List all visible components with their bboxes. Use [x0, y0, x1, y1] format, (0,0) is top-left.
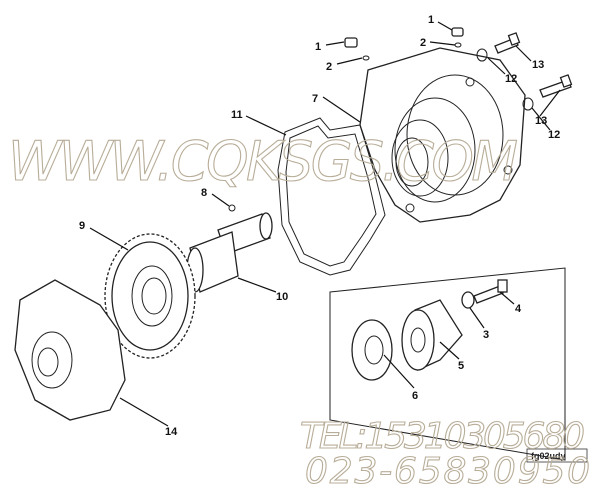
callout-12: 12 — [548, 129, 560, 141]
callout-1: 1 — [315, 41, 321, 53]
seal-part-2a — [362, 55, 370, 61]
callout-8: 8 — [201, 187, 207, 199]
cover-part-14 — [14, 279, 126, 421]
housing-part-7 — [359, 47, 526, 223]
plug-part-1b — [451, 27, 464, 37]
callout-4: 4 — [515, 303, 522, 315]
callout-1: 1 — [428, 14, 434, 26]
watermark-phone: 023-65830950 — [305, 451, 590, 492]
figure-tag: fg02udy — [531, 451, 566, 461]
callout-10: 10 — [276, 291, 288, 303]
callout-6: 6 — [412, 390, 418, 402]
key-part-8 — [228, 204, 236, 212]
watermark-tel: TEL:15310305680 — [300, 416, 585, 457]
washer-part-12b — [522, 97, 534, 111]
washer-part-12a — [476, 48, 488, 62]
watermark-site: WWW.CQKSGS.COM — [8, 130, 518, 193]
callout-13: 13 — [532, 59, 544, 71]
bolt-part-4 — [473, 279, 508, 304]
callout-2: 2 — [420, 37, 426, 49]
gear-part-9 — [104, 233, 196, 359]
gasket-part-11 — [277, 117, 386, 276]
drive-coupling-part-5 — [401, 299, 463, 371]
subassembly-frame — [329, 267, 566, 461]
figure-tag-box — [526, 448, 588, 463]
callout-7: 7 — [312, 93, 318, 105]
bolt-part-13a — [494, 32, 521, 54]
thrust-washer-part-6 — [351, 319, 393, 381]
callout-11: 11 — [231, 109, 243, 121]
bolt-part-13b — [539, 74, 573, 98]
callout-14: 14 — [165, 426, 178, 438]
shaft-part-10 — [186, 212, 273, 293]
plug-part-1a — [344, 37, 358, 48]
callout-12: 12 — [505, 73, 517, 85]
callout-3: 3 — [483, 329, 489, 341]
callout-13: 13 — [535, 115, 547, 127]
callout-9: 9 — [79, 220, 85, 232]
leader-lines — [89, 21, 561, 427]
washer-part-3 — [461, 291, 475, 309]
callout-5: 5 — [458, 360, 464, 372]
seal-part-2b — [454, 42, 462, 48]
callout-2: 2 — [326, 61, 332, 73]
